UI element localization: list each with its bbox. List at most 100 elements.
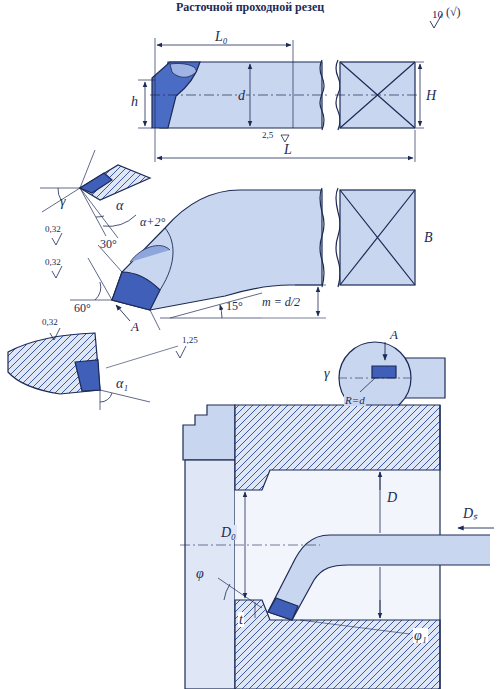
section-clearance [8, 328, 186, 410]
dimension-label: B [424, 230, 433, 245]
angle-label: γ [60, 194, 66, 209]
section-rake-part [80, 165, 150, 200]
end-view [339, 342, 445, 414]
plan-view-part [262, 285, 326, 318]
side-view-part [157, 158, 413, 159]
roughness-value: 0,32 [42, 318, 58, 328]
section-rake-part [52, 266, 62, 278]
end-view-part [339, 342, 411, 414]
dimension-label: h [131, 94, 138, 109]
dimension-label: m = d/2 [262, 296, 300, 309]
side-view-part [416, 62, 424, 128]
workpiece-section-part [255, 602, 256, 618]
section-rake-part [96, 216, 104, 217]
workpiece-section-part [224, 584, 230, 600]
workpiece-section-part [245, 492, 246, 598]
dimension-label: D [386, 490, 398, 505]
angle-label: 15° [226, 300, 243, 313]
section-clearance-part [75, 360, 100, 391]
end-view-part [360, 378, 375, 392]
workpiece-section [180, 405, 494, 689]
plan-view-part [130, 246, 170, 262]
plan-view [70, 188, 415, 330]
angle-label: φ₁ [413, 628, 428, 643]
angle-label: α+2° [140, 216, 165, 229]
angle-label: α [116, 198, 123, 213]
section-clearance-part [100, 393, 112, 402]
section-clearance-part [50, 328, 60, 340]
end-view-part [385, 342, 386, 360]
roughness-value: 0,32 [45, 225, 61, 235]
side-view [138, 14, 442, 162]
side-view-part [170, 63, 196, 77]
workpiece-section-part [235, 405, 440, 490]
plan-view-part [340, 190, 415, 285]
dimension-label: t [238, 612, 244, 627]
plan-view-part [116, 305, 130, 321]
workpiece-section-part [380, 600, 381, 618]
side-view-part [138, 80, 155, 128]
side-view-part [150, 95, 420, 96]
plan-view-part [170, 293, 262, 318]
section-clearance-part [100, 390, 150, 410]
workpiece-section-part [183, 405, 235, 460]
side-view-part [420, 64, 421, 126]
workpiece-section-part [380, 472, 381, 618]
roughness-value: 2,5 [262, 131, 273, 141]
section-rake-part [103, 215, 136, 226]
angle-label: γ [324, 366, 330, 381]
workpiece-section-part [458, 528, 494, 529]
plan-view-part [336, 188, 340, 287]
section-rake-part [52, 233, 62, 245]
side-view-part [250, 64, 251, 126]
roughness-value: 0,32 [45, 258, 61, 268]
section-clearance-part [106, 346, 178, 368]
side-view-part [293, 40, 294, 128]
radius-label: R=d [344, 394, 366, 406]
side-view-part [155, 38, 415, 162]
end-view-part [372, 366, 396, 378]
section-clearance-part [176, 346, 186, 358]
plan-view-part [70, 258, 112, 300]
workpiece-section-part [268, 535, 490, 620]
section-rake-part [80, 188, 118, 238]
dimension-label: L [284, 142, 292, 157]
workpiece-section-part [300, 620, 410, 634]
side-view-part [157, 45, 291, 46]
workpiece-section-part [185, 460, 235, 689]
angle-label: 60° [74, 302, 91, 315]
drawing-title: Расточной проходной резец [176, 1, 324, 14]
workpiece-section-part [180, 545, 320, 546]
plan-view-part [95, 282, 101, 300]
workpiece-section-part [235, 600, 440, 689]
plan-view-part [112, 190, 322, 310]
dimension-label: H [426, 88, 436, 103]
dimension-label: L₀ [215, 29, 228, 44]
plan-view-part [320, 188, 324, 287]
workpiece-section-part [268, 598, 298, 620]
dimension-label: D₀ [220, 525, 237, 540]
view-letter: A [390, 328, 398, 342]
workpiece-section-part [380, 472, 381, 490]
end-view-part [339, 378, 411, 379]
angle-label: φ [196, 566, 204, 581]
plan-view-part [112, 272, 160, 310]
plan-view-part [150, 310, 160, 330]
roughness-symbol: (√) [446, 6, 461, 19]
plan-view-part [318, 287, 319, 316]
roughness-value: 10 [432, 8, 443, 20]
plan-view-part [220, 305, 222, 318]
section-rake-part [80, 150, 95, 188]
view-letter: A [131, 320, 139, 334]
side-view-part [145, 82, 146, 126]
angle-label: 30° [100, 238, 117, 251]
plan-view-part [160, 318, 262, 319]
angle-label: α₁ [116, 376, 128, 391]
side-view-part [281, 135, 289, 142]
section-clearance-part [8, 333, 100, 394]
plan-view-part [160, 228, 173, 290]
dimension-label: d [237, 88, 246, 103]
roughness-value: 1,25 [182, 336, 198, 346]
